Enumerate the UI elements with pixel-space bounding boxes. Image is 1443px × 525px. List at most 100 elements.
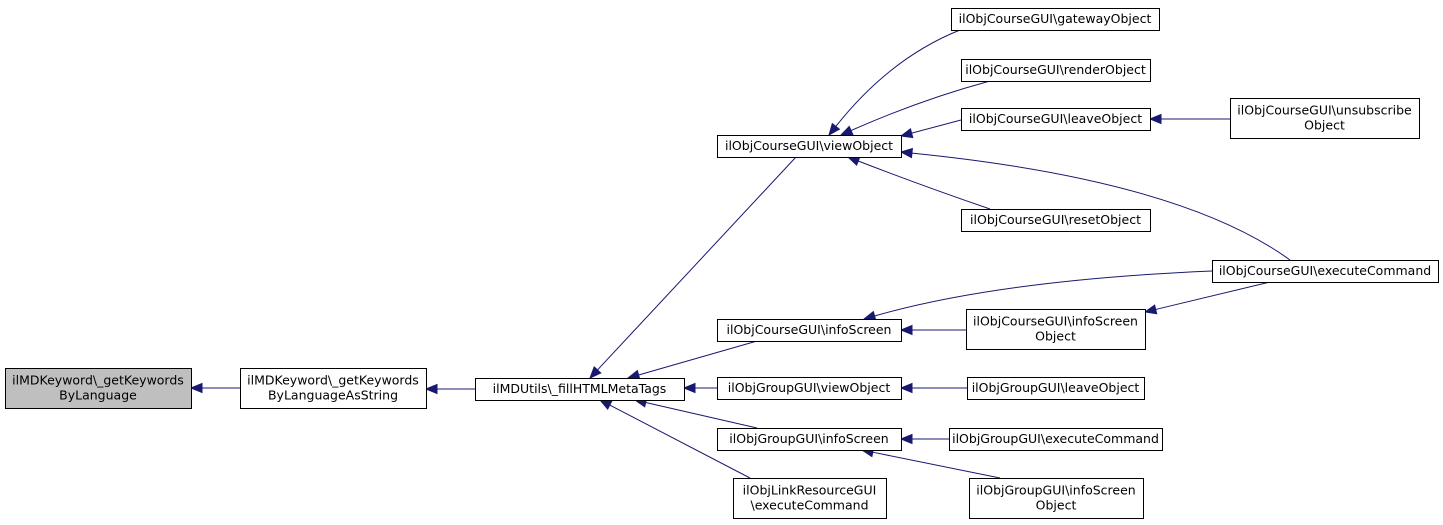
arrow-head-icon: [839, 125, 854, 136]
arrow-head-icon: [189, 382, 203, 394]
edge-n8-n3: [828, 29, 961, 137]
node-n17[interactable]: ilObjCourseGUI\executeCommand: [1212, 260, 1439, 283]
edge-line: [609, 404, 751, 479]
arrow-head-icon: [589, 366, 602, 379]
edges-layer: [189, 29, 1291, 479]
edge-n12-n4: [899, 324, 966, 336]
node-box[interactable]: [951, 8, 1160, 31]
node-n3[interactable]: ilObjCourseGUI\viewObject: [717, 135, 902, 158]
edge-n5-n2: [682, 382, 717, 394]
node-box[interactable]: [5, 368, 192, 409]
edge-n17-n12: [1143, 281, 1271, 315]
node-box[interactable]: [717, 319, 902, 342]
node-box[interactable]: [961, 209, 1151, 232]
edge-line: [1155, 281, 1271, 310]
node-label: ilObjCourseGUI\infoScreen: [727, 322, 892, 337]
node-label: ByLanguage: [59, 388, 137, 403]
edge-n10-n3: [899, 119, 962, 139]
node-label: ilObjGroupGUI\viewObject: [728, 380, 891, 395]
node-label: ilMDKeyword\_getKeywords: [12, 373, 184, 388]
node-label: ilObjCourseGUI\viewObject: [725, 138, 893, 153]
node-label: ilObjLinkResourceGUI: [743, 483, 877, 498]
edge-n6-n2: [633, 397, 758, 429]
edge-n13-n5: [899, 382, 967, 394]
edge-n3-n2: [589, 156, 797, 379]
node-n11[interactable]: ilObjCourseGUI\resetObject: [961, 209, 1151, 232]
node-box[interactable]: [475, 378, 685, 401]
edge-line: [874, 270, 1213, 317]
arrow-head-icon: [828, 122, 841, 137]
edge-n4-n2: [626, 340, 758, 380]
edge-line: [911, 152, 1291, 261]
edge-n11-n3: [846, 156, 991, 210]
node-n8[interactable]: ilObjCourseGUI\gatewayObject: [951, 8, 1160, 31]
node-label: Object: [1036, 498, 1077, 513]
node-box[interactable]: [1230, 98, 1420, 139]
arrow-head-icon: [626, 369, 641, 380]
edge-line: [858, 160, 991, 210]
edge-line: [645, 401, 758, 429]
node-box[interactable]: [717, 428, 902, 451]
edge-line: [872, 451, 1001, 479]
node-box[interactable]: [969, 478, 1144, 519]
arrow-head-icon: [862, 310, 877, 321]
node-box[interactable]: [949, 428, 1163, 451]
edge-n15-n6: [860, 447, 1001, 479]
node-label: ilObjGroupGUI\executeCommand: [952, 431, 1159, 446]
node-box[interactable]: [961, 108, 1151, 131]
node-box[interactable]: [961, 59, 1151, 82]
node-label: ilObjGroupGUI\infoScreen: [729, 431, 888, 446]
node-label: ilMDKeyword\_getKeywords: [247, 373, 419, 388]
node-label: ilObjCourseGUI\unsubscribe: [1237, 103, 1412, 118]
node-label: Object: [1035, 329, 1076, 344]
node-box[interactable]: [1212, 260, 1439, 283]
edge-line: [638, 340, 758, 376]
node-label: Object: [1304, 118, 1345, 133]
arrow-head-icon: [899, 147, 913, 159]
node-n1[interactable]: ilMDKeyword\_getKeywordsByLanguageAsStri…: [240, 368, 427, 409]
edge-line: [835, 29, 961, 127]
edge-line: [850, 80, 991, 132]
node-label: ilObjCourseGUI\gatewayObject: [959, 11, 1152, 26]
arrow-head-icon: [899, 127, 914, 139]
node-n6[interactable]: ilObjGroupGUI\infoScreen: [717, 428, 902, 451]
arrow-head-icon: [899, 324, 913, 336]
arrow-head-icon: [1148, 113, 1162, 125]
node-box[interactable]: [967, 377, 1145, 400]
node-n10[interactable]: ilObjCourseGUI\leaveObject: [961, 108, 1151, 131]
edge-line: [597, 156, 797, 371]
node-box[interactable]: [966, 309, 1146, 350]
arrow-head-icon: [598, 399, 613, 410]
arrow-head-icon: [846, 156, 861, 167]
edge-n17-n3: [899, 147, 1291, 261]
node-box[interactable]: [717, 135, 902, 158]
node-label: ByLanguageAsString: [268, 388, 398, 403]
edge-line: [911, 119, 962, 134]
node-n7[interactable]: ilObjLinkResourceGUI\executeCommand: [733, 478, 887, 519]
edge-n9-n3: [839, 80, 991, 136]
node-label: ilObjCourseGUI\resetObject: [970, 212, 1141, 227]
arrow-head-icon: [899, 382, 913, 394]
node-n14[interactable]: ilObjGroupGUI\executeCommand: [949, 428, 1163, 451]
nodes-layer: ilMDKeyword\_getKeywordsByLanguageilMDKe…: [5, 8, 1439, 519]
node-n13[interactable]: ilObjGroupGUI\leaveObject: [967, 377, 1145, 400]
node-box[interactable]: [733, 478, 887, 519]
node-n9[interactable]: ilObjCourseGUI\renderObject: [961, 59, 1151, 82]
edge-n16-n10: [1148, 113, 1230, 125]
node-label: ilMDUtils\_fillHTMLMetaTags: [493, 381, 667, 396]
node-n4[interactable]: ilObjCourseGUI\infoScreen: [717, 319, 902, 342]
edge-n2-n1: [424, 383, 475, 395]
node-box[interactable]: [717, 377, 902, 400]
node-label: \executeCommand: [750, 498, 868, 513]
arrow-head-icon: [682, 382, 696, 394]
node-n5[interactable]: ilObjGroupGUI\viewObject: [717, 377, 902, 400]
node-box[interactable]: [240, 368, 427, 409]
node-n2[interactable]: ilMDUtils\_fillHTMLMetaTags: [475, 378, 685, 401]
node-label: ilObjGroupGUI\infoScreen: [976, 483, 1135, 498]
edge-n1-n0: [189, 382, 240, 394]
